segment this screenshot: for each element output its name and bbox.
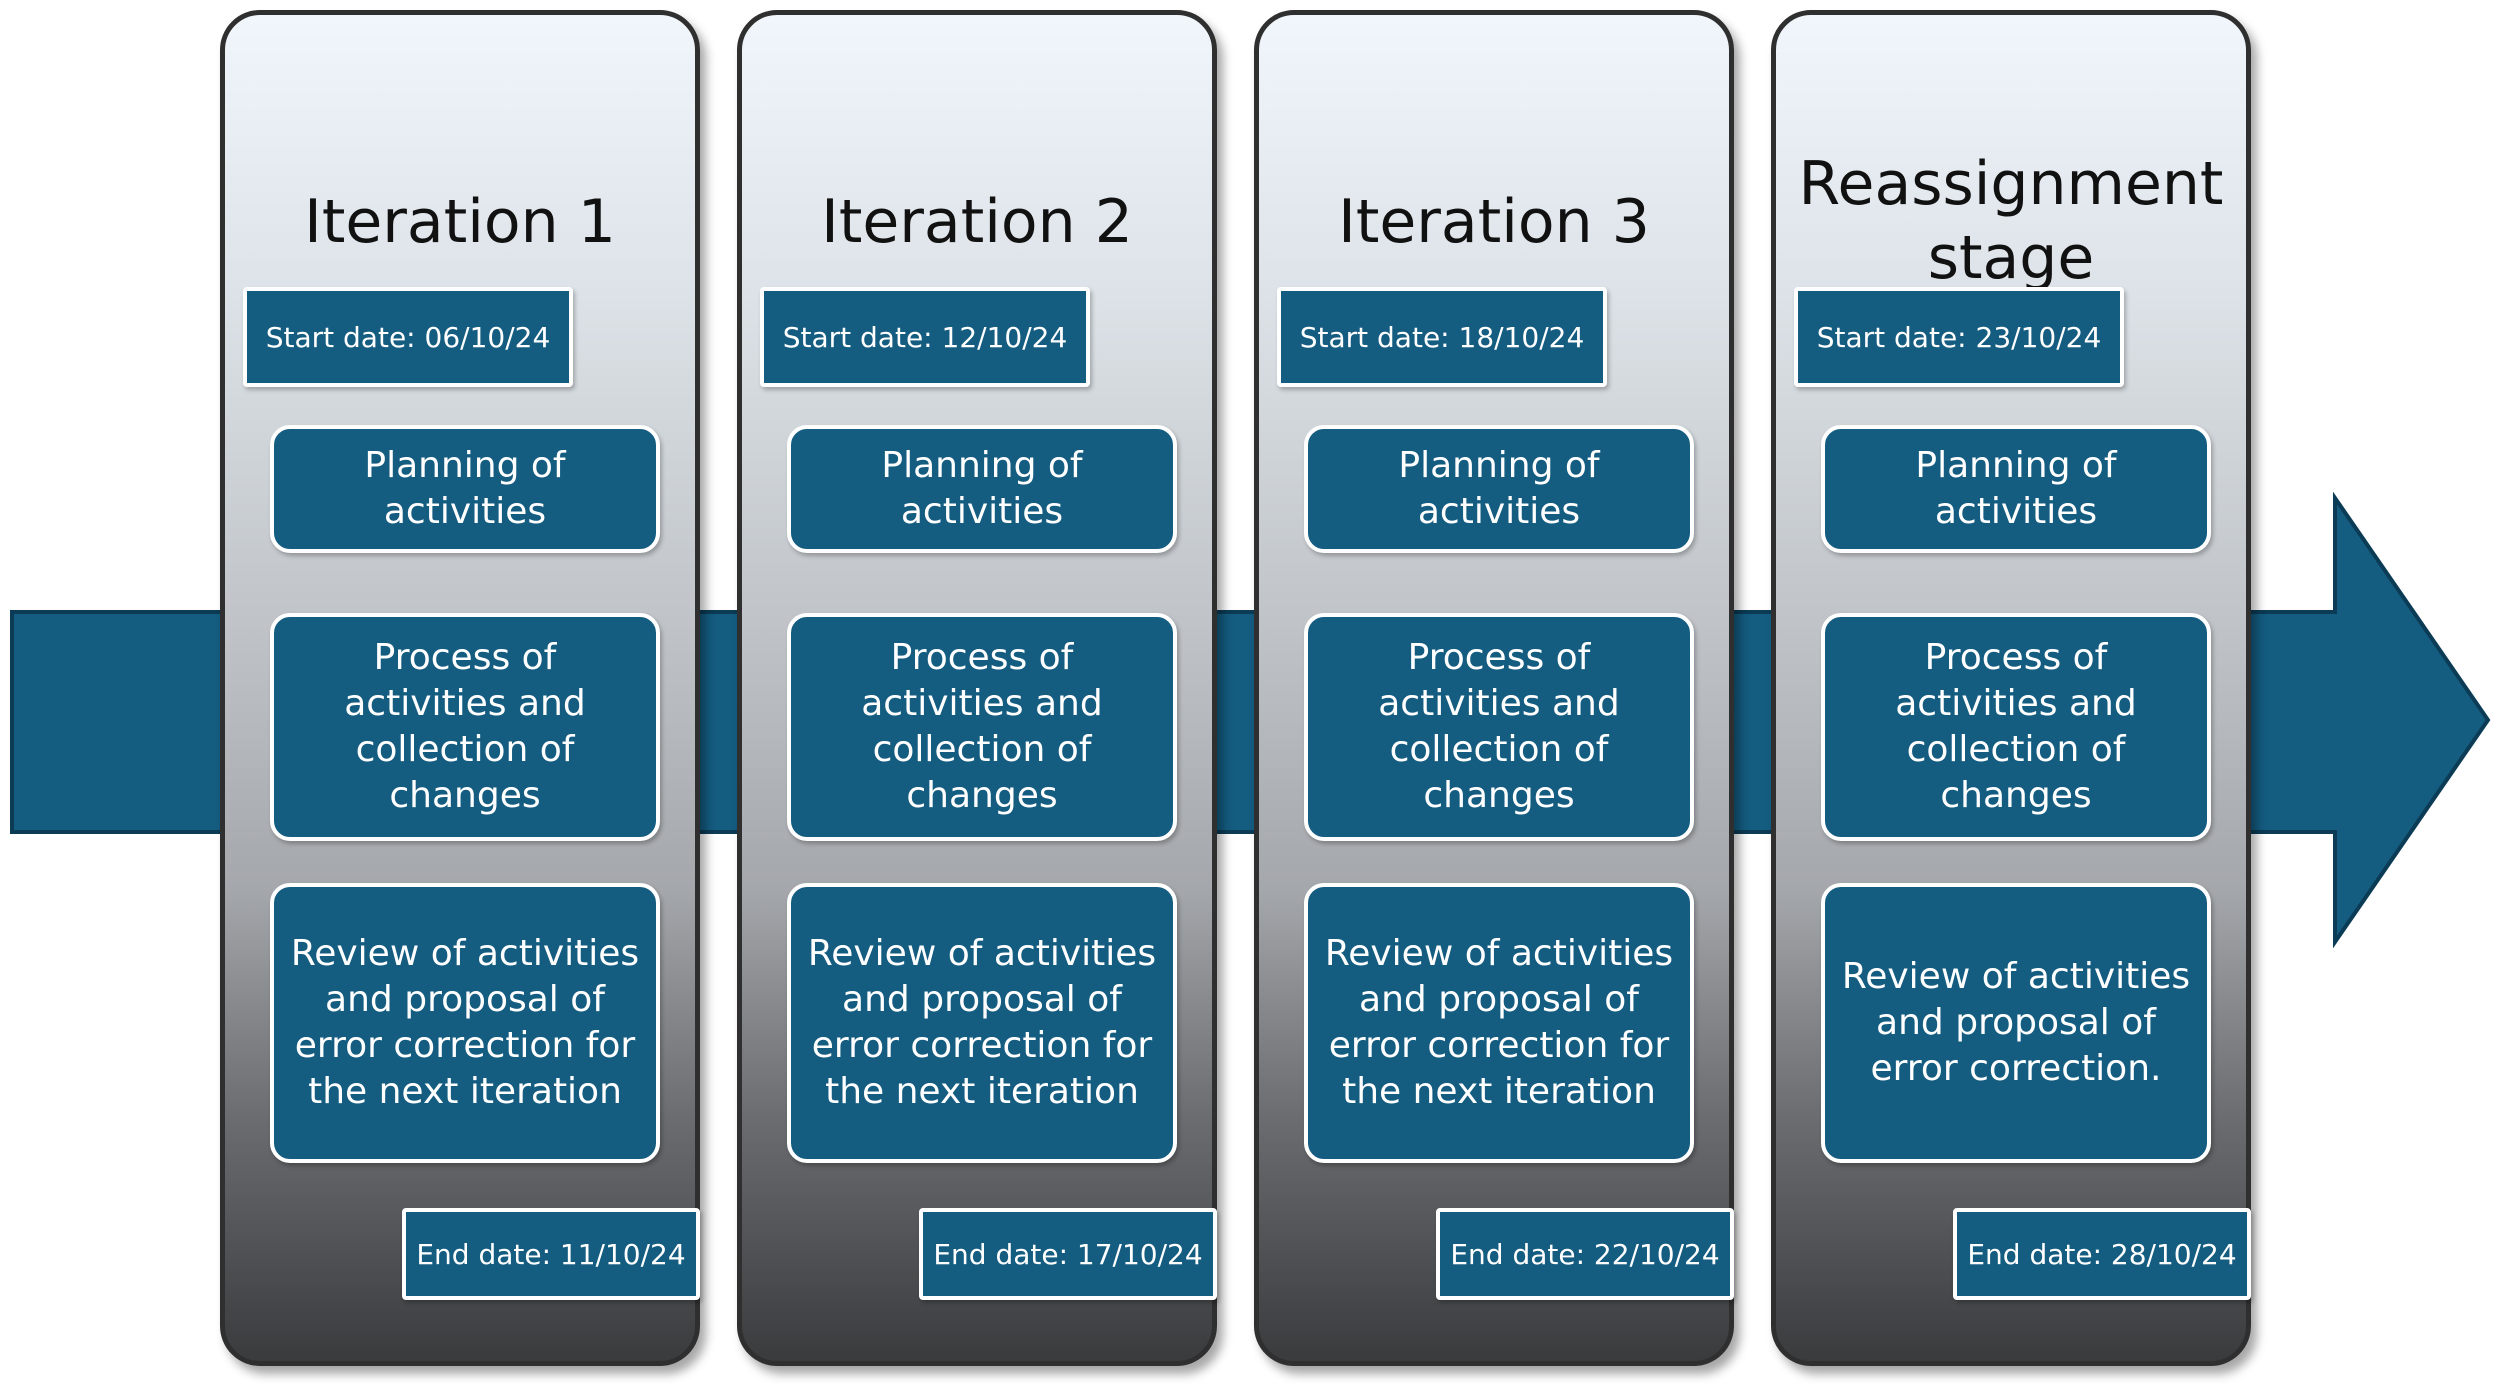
iteration-1-start-date: Start date: 06/10/24	[243, 287, 573, 387]
iteration-2-title: Iteration 2	[821, 187, 1133, 257]
iteration-3-review-step: Review of activities and proposal of err…	[1304, 883, 1694, 1163]
iteration-2-start-date: Start date: 12/10/24	[760, 287, 1090, 387]
reassignment-stage-review-step: Review of activities and proposal of err…	[1821, 883, 2211, 1163]
iteration-3-start-date: Start date: 18/10/24	[1277, 287, 1607, 387]
iteration-2-panel: Iteration 2 Start date: 12/10/24 Plannin…	[737, 10, 1217, 1366]
iteration-1-panel: Iteration 1 Start date: 06/10/24 Plannin…	[220, 10, 700, 1366]
reassignment-stage-panel: Reassignment stage Start date: 23/10/24 …	[1771, 10, 2251, 1366]
iteration-2-review-step: Review of activities and proposal of err…	[787, 883, 1177, 1163]
reassignment-stage-process-step: Process of activities and collection of …	[1821, 613, 2211, 841]
iteration-2-planning-step: Planning of activities	[787, 425, 1177, 553]
iteration-2-process-step: Process of activities and collection of …	[787, 613, 1177, 841]
reassignment-stage-planning-step: Planning of activities	[1821, 425, 2211, 553]
iteration-1-planning-step: Planning of activities	[270, 425, 660, 553]
iteration-1-title: Iteration 1	[304, 187, 616, 257]
iteration-1-process-step: Process of activities and collection of …	[270, 613, 660, 841]
iteration-3-end-date: End date: 22/10/24	[1436, 1208, 1734, 1300]
iteration-3-planning-step: Planning of activities	[1304, 425, 1694, 553]
iteration-1-end-date: End date: 11/10/24	[402, 1208, 700, 1300]
iteration-2-end-date: End date: 17/10/24	[919, 1208, 1217, 1300]
iteration-3-process-step: Process of activities and collection of …	[1304, 613, 1694, 841]
iteration-3-title: Iteration 3	[1338, 187, 1650, 257]
iteration-3-panel: Iteration 3 Start date: 18/10/24 Plannin…	[1254, 10, 1734, 1366]
reassignment-stage-start-date: Start date: 23/10/24	[1794, 287, 2124, 387]
reassignment-stage-end-date: End date: 28/10/24	[1953, 1208, 2251, 1300]
reassignment-stage-title: Reassignment stage	[1798, 149, 2224, 293]
iteration-1-review-step: Review of activities and proposal of err…	[270, 883, 660, 1163]
